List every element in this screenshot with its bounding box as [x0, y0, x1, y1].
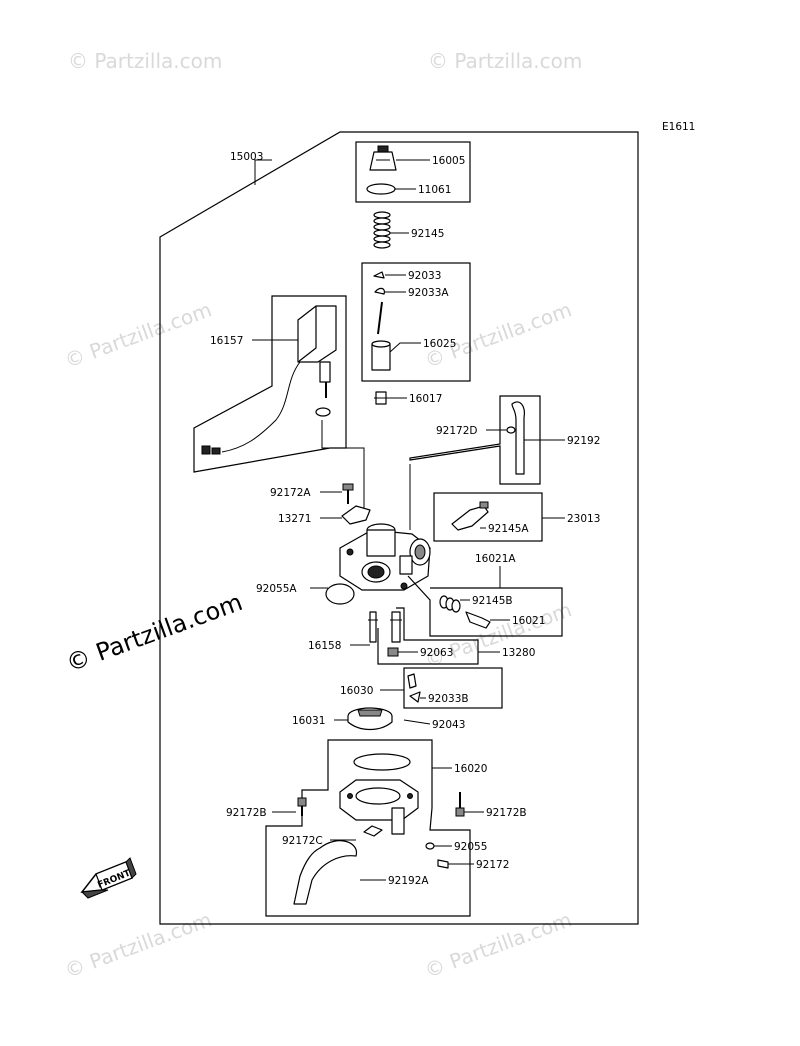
- label-92033: 92033: [408, 270, 441, 282]
- label-16030: 16030: [340, 685, 373, 697]
- watermark-text: © Partzilla.com: [422, 597, 575, 672]
- label-16021A: 16021A: [475, 553, 516, 565]
- label-16157: 16157: [210, 335, 243, 347]
- clip-92033B: [409, 691, 421, 703]
- idle-screw-group-box: [407, 575, 563, 637]
- label-16020: 16020: [454, 763, 487, 775]
- float-valve-group-box: [403, 667, 503, 709]
- watermark-main-text: © Partzilla.com: [62, 588, 246, 678]
- label-92192: 92192: [567, 435, 600, 447]
- cap-gasket: [366, 183, 396, 195]
- label-13271: 13271: [278, 513, 311, 525]
- throttle-slide: [371, 340, 391, 371]
- float-bowl: [339, 779, 419, 835]
- label-92033A: 92033A: [408, 287, 449, 299]
- label-16025: 16025: [423, 338, 456, 350]
- idle-screw-16021: [465, 611, 491, 629]
- jet-needle: [377, 301, 383, 335]
- screw-92172B-right: [455, 792, 465, 817]
- label-16021: 16021: [512, 615, 545, 627]
- throttle-spring: [373, 211, 391, 249]
- label-92055: 92055: [454, 841, 487, 853]
- label-92172: 92172: [476, 859, 509, 871]
- jet-group-box: [377, 607, 479, 665]
- cap-group-box: [355, 141, 471, 203]
- carburetor-top-cap: [369, 145, 397, 171]
- watermark-text: © Partzilla.com: [68, 49, 222, 73]
- assembly-label: 15003: [230, 151, 263, 163]
- bracket-13271: [341, 505, 371, 525]
- slide-stop: [374, 391, 388, 405]
- label-92192A: 92192A: [388, 875, 429, 887]
- label-11061: 11061: [418, 184, 451, 196]
- needle-clip-a: [374, 287, 385, 295]
- pilot-screw-group-box: [433, 492, 543, 542]
- spring-92145B: [439, 595, 461, 613]
- label-92145A: 92145A: [488, 523, 529, 535]
- needle-clip: [373, 271, 385, 279]
- label-13280: 13280: [502, 647, 535, 659]
- label-92172B-left: 92172B: [226, 807, 267, 819]
- label-92033B: 92033B: [428, 693, 469, 705]
- label-16158: 16158: [308, 640, 341, 652]
- diagram-code: E1611: [662, 121, 695, 133]
- label-23013: 23013: [567, 513, 600, 525]
- auto-choke-unit: [201, 305, 337, 455]
- label-16031: 16031: [292, 715, 325, 727]
- clip-92172C: [363, 825, 383, 837]
- hose-clip-d: [506, 426, 516, 434]
- o-ring-92055: [425, 842, 435, 850]
- label-92043: 92043: [432, 719, 465, 731]
- choke-connect-line: [321, 420, 365, 512]
- label-92145B: 92145B: [472, 595, 513, 607]
- watermark-text: © Partzilla.com: [62, 297, 215, 372]
- front-arrow-icon: FRONT: [80, 857, 137, 899]
- label-16017: 16017: [409, 393, 442, 405]
- watermark-text: © Partzilla.com: [62, 907, 215, 982]
- vent-hose: [511, 401, 525, 475]
- watermark-text: © Partzilla.com: [422, 907, 575, 982]
- vent-hose-group-box: [409, 395, 541, 485]
- label-92055A: 92055A: [256, 583, 297, 595]
- float-pin-92043: [403, 719, 431, 725]
- pilot-jet-16158: [368, 611, 378, 643]
- main-jet-holder: [387, 611, 402, 657]
- pilot-screw-23013: [451, 501, 489, 531]
- choke-group-box: [193, 295, 347, 473]
- screw-92172A: [342, 483, 354, 504]
- label-92172B-right: 92172B: [486, 807, 527, 819]
- watermark-text: © Partzilla.com: [428, 49, 582, 73]
- slide-group-box: [361, 262, 471, 382]
- label-92172A: 92172A: [270, 487, 311, 499]
- drain-hose-92192A: [293, 840, 357, 905]
- carburetor-body: [339, 523, 431, 591]
- o-ring-92055A: [325, 583, 355, 605]
- float-16031: [347, 707, 393, 731]
- assembly-frame: [159, 131, 639, 925]
- label-92172C: 92172C: [282, 835, 323, 847]
- float-valve-16030: [407, 673, 417, 689]
- watermark-text: © Partzilla.com: [422, 297, 575, 372]
- float-bowl-group-box: [265, 739, 471, 917]
- label-16005: 16005: [432, 155, 465, 167]
- label-92063: 92063: [420, 647, 453, 659]
- screw-92172B-left: [297, 797, 307, 816]
- bowl-gasket: [353, 753, 411, 771]
- label-92145: 92145: [411, 228, 444, 240]
- assembly-leader: [254, 159, 272, 185]
- drain-screw-92172: [437, 859, 449, 869]
- label-92172D: 92172D: [436, 425, 478, 437]
